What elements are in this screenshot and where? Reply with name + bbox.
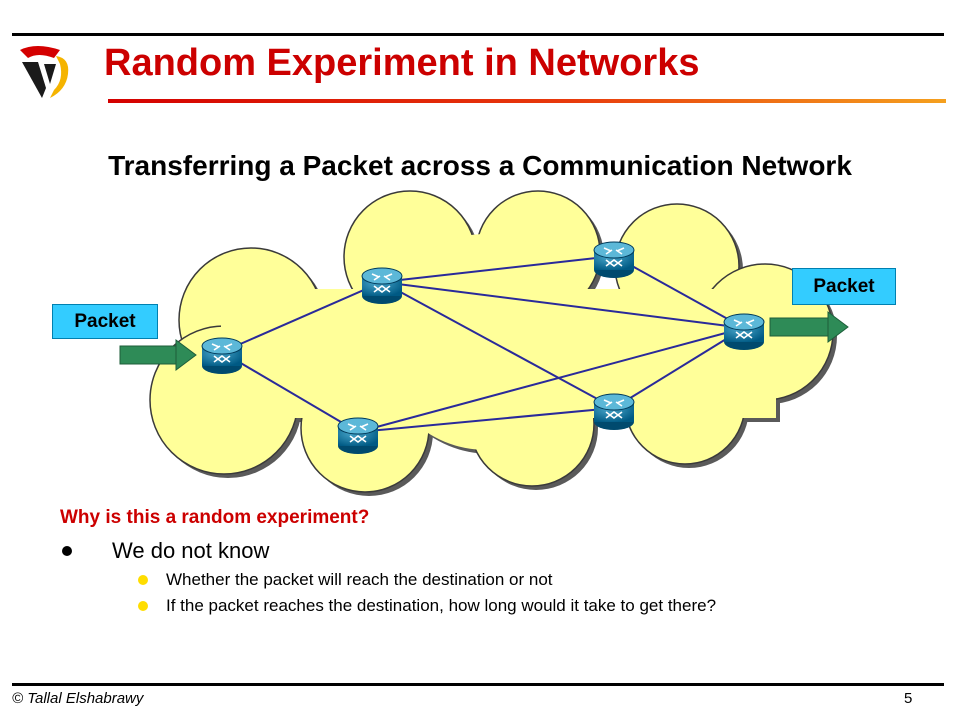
top-rule <box>12 33 944 36</box>
network-links <box>221 255 745 433</box>
router-icon <box>593 393 635 431</box>
packet-out-label: Packet <box>792 268 896 305</box>
router-icon <box>361 267 403 305</box>
yellow-bullet-icon <box>138 575 148 585</box>
bottom-rule <box>12 683 944 686</box>
sub-bullet-item: If the packet reaches the destination, h… <box>136 596 896 616</box>
packet-out-arrow <box>769 311 849 343</box>
sub-bullet-text: Whether the packet will reach the destin… <box>166 570 553 589</box>
bullet-dot-icon <box>62 546 72 556</box>
packet-in-arrow <box>119 339 197 371</box>
footer-author: © Tallal Elshabrawy <box>12 690 144 707</box>
title-underline <box>108 99 946 103</box>
slide-title: Random Experiment in Networks <box>104 42 700 84</box>
packet-in-label: Packet <box>52 304 158 339</box>
router-icon <box>201 337 243 375</box>
router-icon <box>337 417 379 455</box>
question-heading: Why is this a random experiment? <box>60 507 370 528</box>
yellow-bullet-icon <box>138 601 148 611</box>
sub-bullet-item: Whether the packet will reach the destin… <box>136 570 896 590</box>
router-icon <box>593 241 635 279</box>
slide-subtitle: Transferring a Packet across a Communica… <box>108 150 852 181</box>
page-number: 5 <box>904 690 913 707</box>
university-logo-icon <box>20 46 69 98</box>
bullet-text: We do not know <box>112 538 270 563</box>
sub-bullet-list: Whether the packet will reach the destin… <box>136 570 896 622</box>
sub-bullet-text: If the packet reaches the destination, h… <box>166 596 717 615</box>
router-icon <box>723 313 765 351</box>
